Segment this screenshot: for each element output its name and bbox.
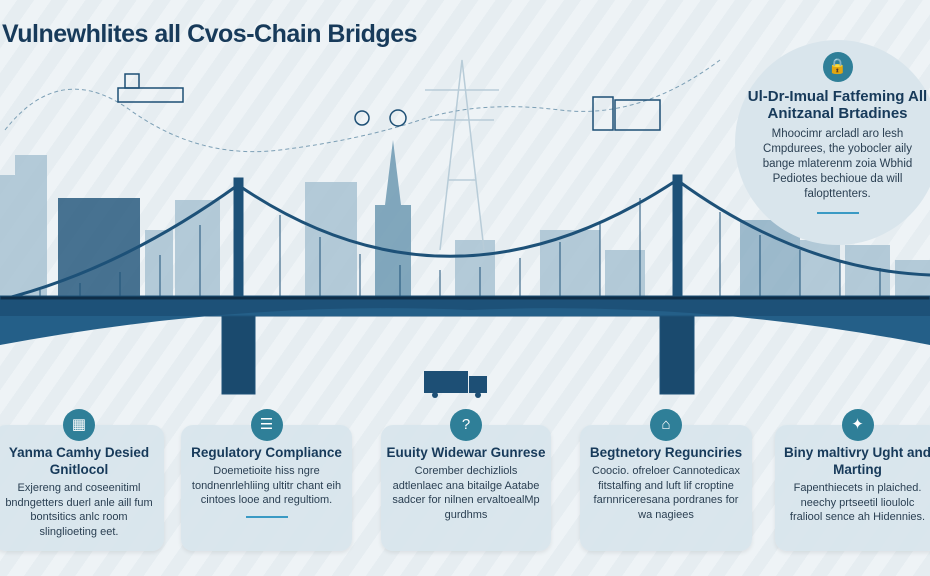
card-2: ☰ Regulatory Compliance Doemetioite hiss… [181, 409, 352, 551]
card-body: Doemetioite hiss ngre tondnenrlehliing u… [191, 465, 342, 506]
divider [816, 212, 859, 214]
card-title: Regulatory Compliance [191, 445, 342, 460]
drone-icon: ✦ [841, 409, 874, 441]
card-title: Begtnetory Regunciries [589, 445, 743, 460]
factory-icon [592, 96, 661, 131]
callout-title: Ul-Dr-Imual Fatfeming All Anitzanal Brta… [747, 88, 928, 122]
card-body: Fapenthiecets in plaiched. neechy prtsee… [789, 482, 926, 523]
callout-circle: 🔒 Ul-Dr-Imual Fatfeming All Anitzanal Br… [735, 40, 930, 245]
dashed-route [4, 59, 721, 153]
bridge-illustration [0, 59, 930, 398]
callout-body: Mhoocimr arcladl aro lesh Cmpdurees, the… [762, 128, 913, 200]
bridge [0, 174, 930, 395]
card-title: Yanma Camhy Desied Gnitlocol [8, 445, 150, 477]
card-5: ✦ Biny maltivry Ught and Marting Fapenth… [775, 409, 930, 551]
card-body: Corember dechizliols adtlenlaec ana bita… [392, 465, 540, 521]
card-4: ⌂ Begtnetory Regunciries Coocio. ofreloe… [580, 409, 752, 551]
card-title: Biny maltivry Ught and Marting [783, 445, 930, 477]
card-title: Euuity Widewar Gunrese [386, 445, 546, 460]
ship-icon [117, 73, 184, 103]
card-body: Coocio. ofreloer Cannotedicax fitstalfin… [592, 465, 740, 521]
card-body: Exjereng and coseenitiml bndngetters due… [5, 482, 153, 538]
page-title: Vulnewhlites all Cvos-Chain Bridges [2, 20, 418, 48]
card-1: ▦ Yanma Camhy Desied Gnitlocol Exjereng … [0, 409, 164, 551]
question-icon: ? [450, 409, 482, 441]
card-3: ? Euuity Widewar Gunrese Corember dechiz… [381, 409, 551, 551]
divider [245, 515, 288, 518]
transmission-tower [425, 59, 499, 251]
truck-icon [424, 371, 487, 398]
server-icon: ▦ [63, 409, 95, 441]
coin-icons [354, 109, 407, 127]
building-icon: ⌂ [650, 409, 682, 441]
lock-icon: 🔒 [822, 52, 853, 82]
document-icon: ☰ [250, 409, 283, 441]
